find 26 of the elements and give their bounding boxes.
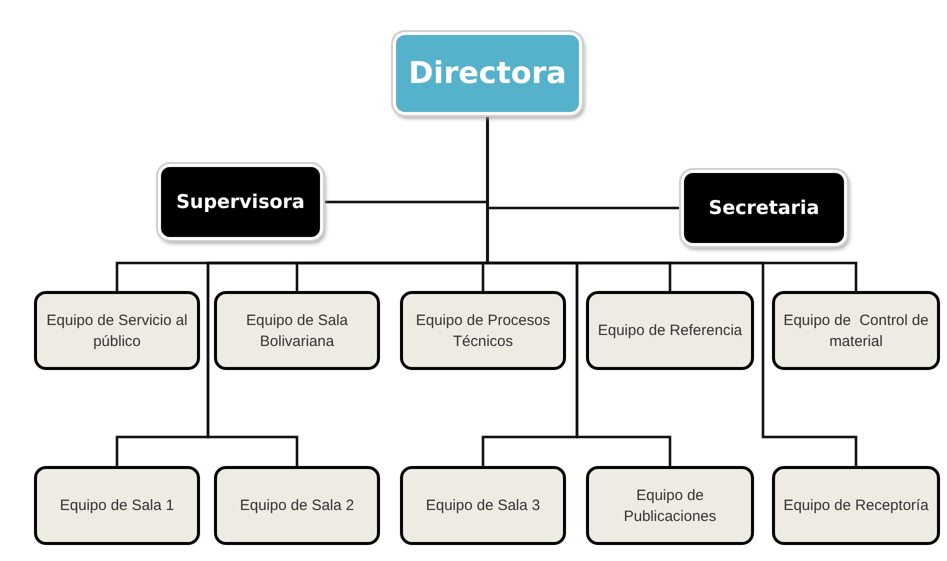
box-label: Directora [408, 55, 567, 93]
team-box [400, 466, 566, 545]
team-box [34, 466, 200, 545]
box-label: Secretaria [708, 196, 820, 221]
team-box [34, 291, 200, 370]
box-label: Supervisora [176, 190, 305, 215]
box-label: Equipo de Sala 1 [60, 496, 174, 516]
box-label: Equipo de Sala 2 [240, 496, 354, 516]
director-box [393, 32, 582, 115]
staff-box [681, 170, 847, 246]
team-box [586, 291, 754, 370]
box-label: Equipo de Sala 3 [426, 496, 540, 516]
box-label: Equipo de Control de material [783, 310, 929, 352]
team-box [214, 291, 380, 370]
team-box [772, 291, 940, 370]
team-box [400, 291, 566, 370]
staff-box [158, 164, 323, 240]
team-box [586, 466, 754, 545]
box-label: Equipo de Sala Bolivariana [245, 310, 349, 352]
box-label: Equipo de Receptoría [783, 496, 929, 516]
box-label: Equipo de Referencia [598, 321, 742, 341]
box-label: Equipo de Publicaciones [622, 486, 718, 526]
team-box [772, 466, 940, 545]
box-label: Equipo de Servicio al público [46, 310, 188, 352]
team-box [214, 466, 380, 545]
box-label: Equipo de Procesos Técnicos [414, 310, 552, 352]
